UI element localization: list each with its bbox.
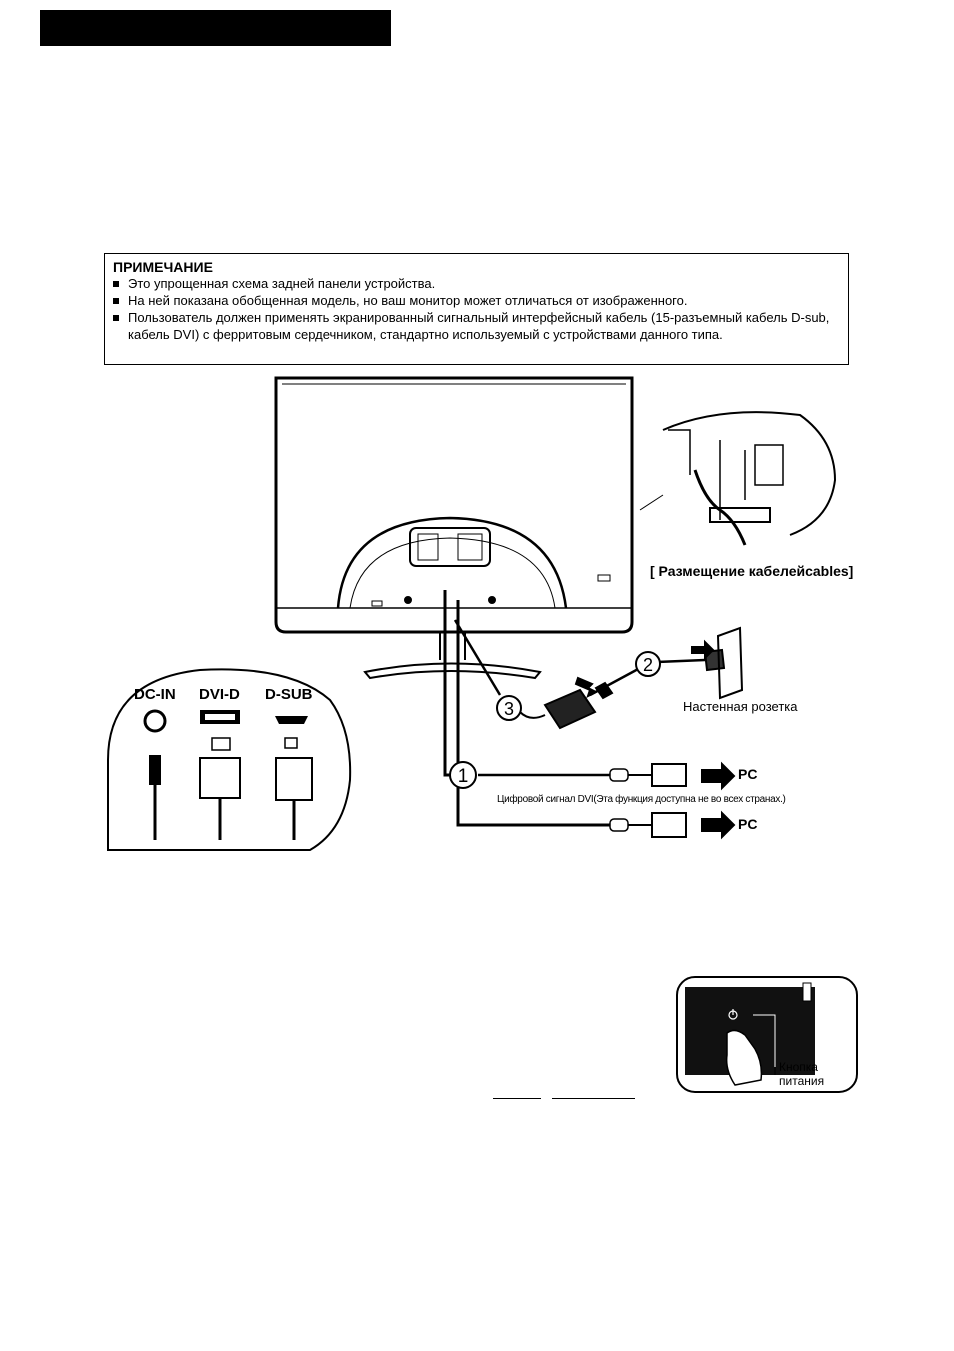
note-item: Это упрощенная схема задней панели устро… — [113, 275, 840, 292]
callout-2-label: 2 — [643, 655, 653, 675]
callout-1-label: 1 — [458, 766, 469, 787]
power-adapter — [543, 688, 597, 730]
note-item: Пользователь должен применять экранирова… — [113, 309, 840, 343]
power-button-label: Кнопка питания — [779, 1060, 824, 1088]
wall-outlet-label: Настенная розетка — [683, 699, 798, 714]
note-item: На ней показана обобщенная модель, но ва… — [113, 292, 840, 309]
power-label-line2: питания — [779, 1074, 825, 1088]
underline-rule — [493, 1098, 541, 1099]
monitor-back — [274, 376, 634, 634]
underline-rule — [552, 1098, 635, 1099]
port-label-dc-in: DC-IN — [134, 686, 176, 703]
cable-routing-caption: [ Размещение кабелейcables] — [650, 563, 854, 579]
port-label-d-sub: D-SUB — [265, 686, 313, 703]
power-label-line1: Кнопка — [779, 1060, 818, 1074]
power-button-illustration — [676, 976, 858, 1093]
monitor-stand-base — [363, 662, 542, 680]
note-list: Это упрощенная схема задней панели устро… — [113, 275, 840, 343]
dvi-note: Цифровой сигнал DVI(Эта функция доступна… — [497, 794, 786, 805]
port-detail-zoom: DC-IN DVI-D D-SUB — [107, 668, 352, 851]
pc-label-dsub: PC — [738, 816, 758, 832]
connection-diagram: 1 2 3 DC-IN DVI-D D-SUB — [107, 376, 837, 851]
callout-3: 3 — [496, 695, 522, 721]
callout-3-label: 3 — [504, 699, 514, 719]
monitor-rear-hump — [336, 516, 568, 609]
power-icon — [728, 1009, 738, 1020]
callout-1: 1 — [449, 761, 477, 789]
header-black-bar — [40, 10, 391, 46]
port-label-dvi-d: DVI-D — [199, 686, 240, 703]
pc-label-dvi: PC — [738, 766, 758, 782]
note-title: ПРИМЕЧАНИЕ — [113, 259, 213, 275]
wall-outlet — [716, 626, 744, 700]
note-box: ПРИМЕЧАНИЕ Это упрощенная схема задней п… — [104, 253, 849, 365]
cable-routing-zoom — [639, 411, 837, 546]
callout-2: 2 — [635, 651, 661, 677]
